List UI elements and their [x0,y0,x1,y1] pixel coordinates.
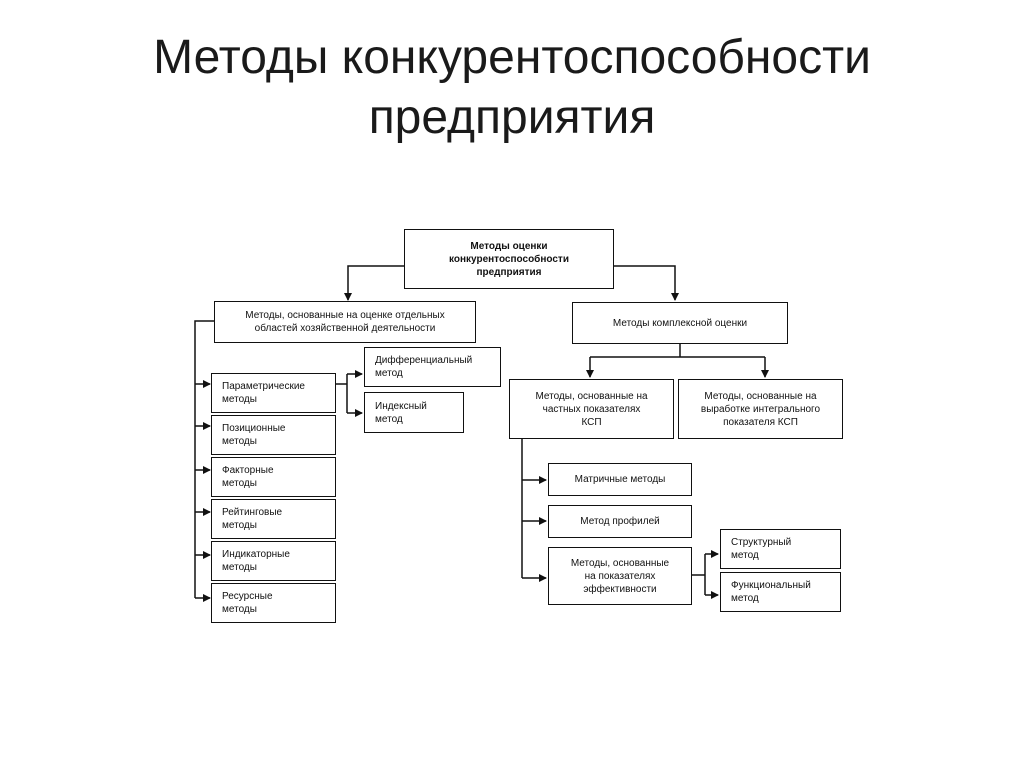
left-item-label: Рейтинговые методы [222,507,283,531]
slide-title: Методы конкурентоспособности предприятия [0,28,1024,148]
profile-method-box: Метод профилей [548,505,692,538]
differential-method-label: Дифференциальный метод [375,355,473,379]
root-box: Методы оценки конкурентоспособности пред… [404,229,614,289]
index-method-label: Индексный метод [375,400,427,425]
functional-method-label: Функциональный метод [731,580,811,604]
left-item-positional: Позиционные методы [211,415,336,455]
partial-indicators-box: Методы, основанные на частных показателя… [509,379,674,439]
left-item-factor: Факторные методы [211,457,336,497]
profile-method-label: Метод профилей [580,516,660,527]
left-branch-label: Методы, основанные на оценке отдельных о… [245,310,445,334]
left-item-rating: Рейтинговые методы [211,499,336,539]
left-item-parametric: Параметрические методы [211,373,336,413]
functional-method-box: Функциональный метод [720,572,841,612]
left-item-label: Позиционные методы [222,423,286,447]
integral-indicator-box: Методы, основанные на выработке интеграл… [678,379,843,439]
matrix-methods-label: Матричные методы [574,474,666,485]
root-label: Методы оценки конкурентоспособности пред… [449,240,569,278]
left-item-label: Ресурсные методы [222,591,273,615]
left-branch-box: Методы, основанные на оценке отдельных о… [214,301,476,343]
efficiency-methods-box: Методы, основанные на показателях эффект… [548,547,692,605]
slide-title-text: Методы конкурентоспособности предприятия [153,31,871,144]
index-method-box: Индексный метод [364,392,464,433]
structural-method-box: Структурный метод [720,529,841,569]
integral-indicator-label: Методы, основанные на выработке интеграл… [700,390,821,428]
efficiency-methods-label: Методы, основанные на показателях эффект… [570,557,670,595]
matrix-methods-box: Матричные методы [548,463,692,496]
right-branch-label: Методы комплексной оценки [612,317,748,329]
left-item-label: Факторные методы [222,465,274,489]
left-item-indicator: Индикаторные методы [211,541,336,581]
right-branch-box: Методы комплексной оценки [572,302,788,344]
left-item-label: Индикаторные методы [222,549,290,573]
partial-indicators-label: Методы, основанные на частных показателя… [535,390,648,428]
left-item-resource: Ресурсные методы [211,583,336,623]
left-item-label: Параметрические методы [222,381,305,405]
differential-method-box: Дифференциальный метод [364,347,501,387]
structural-method-label: Структурный метод [731,537,792,561]
